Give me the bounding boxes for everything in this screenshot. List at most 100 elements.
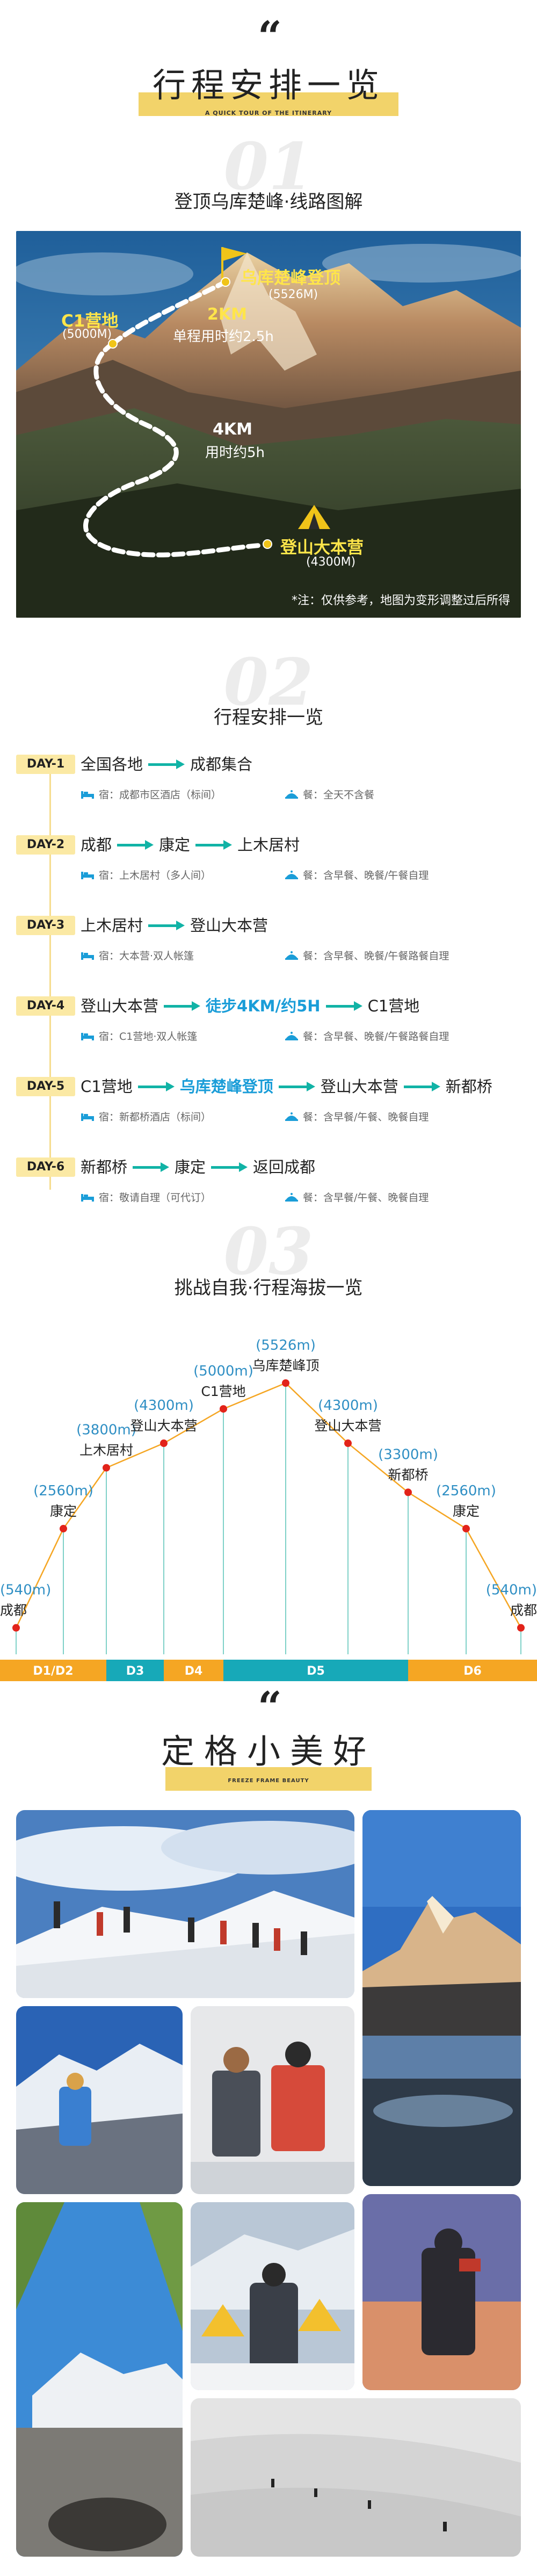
arrow-right-icon [164,1001,201,1011]
lodging-label: 宿： [99,950,120,962]
day-band [106,1660,164,1681]
meal-info: 餐：含早餐、晚餐/午餐自理 [285,867,429,882]
day-band [223,1660,408,1681]
lodging-value: 成都市区酒店（标间） [119,789,222,801]
lodging-info: 宿：大本营·双人帐篷 [81,948,194,963]
summit-label: 乌库楚峰登顶 [241,269,340,288]
altitude-point [404,1488,412,1496]
altitude-value-label: (3300m) [378,1446,438,1463]
meal-label: 餐： [303,870,324,881]
meal-info: 餐：全天不含餐 [285,787,374,801]
meal-value: 含早餐/午餐、晚餐自理 [323,1192,429,1204]
altitude-value-label: (2560m) [436,1483,496,1499]
arrow-right-icon [195,840,233,850]
photo-photographer-sunset [362,2194,521,2390]
day-badge: DAY-1 [16,755,75,774]
altitude-chart: (540m) 成都 (2560m) 康定 (3800m) 上木居村 (4300m) 登山大本营… [0,1332,537,1697]
day-route: 新都桥康定返回成都 [81,1156,315,1178]
arrow-right-icon [278,1082,315,1091]
altitude-line [15,1382,522,1629]
route-stop: 全国各地 [81,755,143,773]
altitude-place-label: 登山大本营 [130,1418,197,1434]
altitude-value-label: (5000m) [193,1363,253,1379]
quote-mark-2: “ [258,1683,282,1732]
base-camp-altitude: (4300M) [306,555,356,569]
altitude-point [103,1464,110,1472]
day-badge: DAY-6 [16,1157,75,1177]
day-badge: DAY-3 [16,916,75,935]
photo-snowfield-hikers [191,2398,521,2557]
altitude-point [344,1439,352,1448]
route-stop: C1营地 [367,997,420,1015]
day-route: 上木居村登山大本营 [81,915,268,936]
timeline-line [49,760,51,1190]
photo-climbers-ridge [16,1810,354,1998]
meal-info: 餐：含早餐、晚餐/午餐路餐自理 [285,948,449,963]
route-stop: 乌库楚峰登顶 [179,1077,273,1096]
map-note: *注：仅供参考，地图为变形调整过后所得 [291,594,510,607]
lodging-label: 宿： [99,789,120,801]
meal-icon [285,1192,298,1202]
c1-label: C1营地 [61,312,119,331]
meal-value: 含早餐、晚餐/午餐路餐自理 [323,950,449,962]
meal-label: 餐： [303,950,324,962]
day-route: C1营地乌库楚峰登顶登山大本营新都桥 [81,1076,492,1097]
altitude-place-label: 乌库楚峰顶 [252,1358,319,1373]
bed-icon [81,1193,94,1202]
meal-label: 餐： [303,789,324,801]
lodging-value: 上木居村（多人间） [119,870,212,881]
summit-altitude: (5526M) [268,288,318,301]
altitude-point [462,1525,470,1533]
day-band-label: D6 [463,1665,482,1678]
title-highlight-bar-2 [165,1767,372,1791]
route-stop: 徒步4KM/约5H [206,997,321,1015]
route-stop: 上木居村 [237,836,300,854]
section-number-1: 01 [223,129,314,205]
meal-label: 餐： [303,1192,324,1204]
lodging-label: 宿： [99,1031,120,1043]
meal-info: 餐：含早餐/午餐、晚餐自理 [285,1190,429,1204]
meal-value: 含早餐/午餐、晚餐自理 [323,1111,429,1123]
section-title-route: 登顶乌库楚峰·线路图解 [174,191,363,213]
lodging-info: 宿：上木居村（多人间） [81,867,211,882]
day-badge: DAY-2 [16,835,75,855]
section-title-altitude: 挑战自我·行程海拔一览 [174,1277,363,1299]
meal-icon [285,790,298,799]
title-highlight-bar [139,92,398,116]
altitude-place-label: 康定 [453,1503,480,1519]
section-number-3: 03 [223,1214,314,1290]
altitude-value-label: (4300m) [318,1398,378,1414]
altitude-value-label: (3800m) [76,1422,136,1438]
arrow-right-icon [325,1001,362,1011]
altitude-place-label: 成都 [510,1603,537,1618]
route-map: 乌库楚峰登顶 (5526M) C1营地 (5000M) 2KM 单程用时约2.5… [16,231,521,618]
meal-icon [285,870,298,879]
arrow-right-icon [133,1162,170,1172]
altitude-point [160,1439,168,1448]
altitude-place-label: 上木居村 [79,1443,133,1458]
lodging-label: 宿： [99,870,120,881]
lodging-info: 宿：C1营地·双人帐篷 [81,1029,197,1043]
route-stop: C1营地 [81,1077,133,1096]
arrow-right-icon [137,1082,175,1091]
lower-segment-time: 用时约5h [205,445,265,461]
arrow-right-icon [211,1162,248,1172]
altitude-value-label: (540m) [0,1582,51,1598]
route-stop: 康定 [175,1158,206,1176]
photo-sunset-peak-lake [362,1810,521,2186]
route-stop: 成都 [81,836,112,854]
day-band-label: D1/D2 [33,1665,73,1678]
gallery-subtitle: FREEZE FRAME BEAUTY [228,1778,309,1784]
meal-value: 含早餐、晚餐/午餐路餐自理 [323,1031,449,1043]
altitude-place-label: 康定 [50,1503,77,1519]
route-stop: 新都桥 [445,1077,492,1096]
bed-icon [81,1032,94,1040]
lower-segment-distance: 4KM [213,420,252,439]
route-stop: 成都集合 [190,755,253,773]
photo-base-camp-tents [191,2202,354,2390]
altitude-value-label: (5526m) [256,1337,316,1354]
lodging-info: 宿：敬请自理（可代订） [81,1190,211,1204]
day-band-label: D3 [126,1665,144,1678]
altitude-value-label: (540m) [486,1582,537,1598]
photo-rope-team [191,2006,354,2194]
